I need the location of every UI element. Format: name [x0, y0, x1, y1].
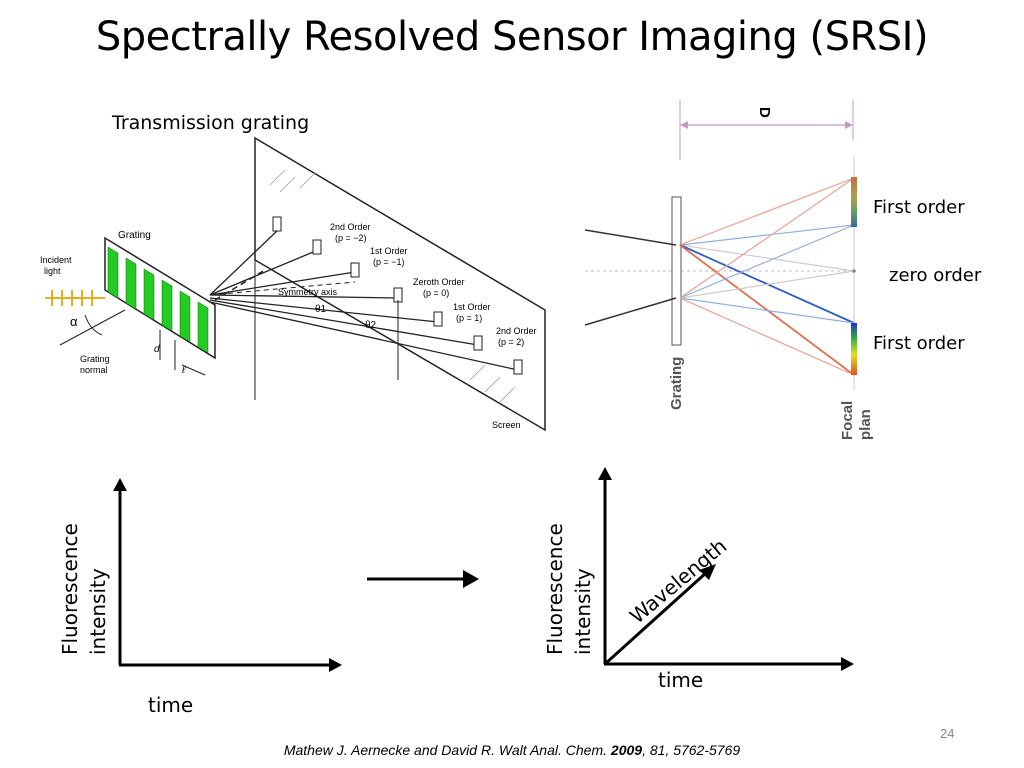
- order-1st-neg-p: (p = −1): [373, 257, 405, 267]
- incident-light-label-2: light: [44, 266, 61, 276]
- transmission-grating-heading: Transmission grating: [112, 112, 310, 134]
- screen-label: Screen: [492, 420, 521, 430]
- grating-bar: [671, 196, 682, 346]
- plan-vertical-label: plan: [857, 409, 874, 440]
- slide-number: 24: [940, 726, 955, 741]
- order-2nd-neg-p: (p = −2): [335, 233, 367, 243]
- grating-slits: [107, 246, 209, 354]
- transform-arrow: [367, 570, 479, 588]
- left-plot-axes: [113, 478, 342, 672]
- diffracted-rays: [679, 177, 855, 376]
- order-1st-neg-label: 1st Order: [370, 246, 408, 256]
- left-plot-ylabel-1: Fluorescence: [58, 523, 82, 655]
- grating-vertical-label: Grating: [668, 357, 685, 410]
- transmission-grating-diagram: Grating Incident light α Grating normal …: [40, 136, 546, 432]
- left-plot-ylabel-2: intensity: [86, 568, 110, 655]
- theta2-label: θ2: [365, 320, 377, 331]
- alpha-arc: [84, 314, 103, 336]
- spectrum-top: [851, 177, 857, 227]
- incoming-ray-top: [584, 229, 677, 246]
- zero-order-label: zero order: [889, 265, 982, 286]
- order-2nd-neg-label: 2nd Order: [330, 222, 371, 232]
- spectrum-bottom: [851, 323, 857, 375]
- left-plot-xlabel: time: [148, 693, 194, 717]
- citation: Mathew J. Aernecke and David R. Walt Ana…: [0, 742, 1024, 758]
- screen-hatching: [269, 169, 516, 403]
- slide-title: Spectrally Resolved Sensor Imaging (SRSI…: [95, 14, 929, 60]
- grating-normal-line: [59, 309, 126, 346]
- focal-vertical-label: Focal: [839, 401, 856, 440]
- right-plot-ylabel-1: Fluorescence: [543, 523, 567, 655]
- citation-authors: Mathew J. Aernecke and David R. Walt Ana…: [283, 742, 611, 758]
- order-1st-pos-p: (p = 1): [456, 313, 482, 323]
- dimension-marks: [159, 330, 206, 376]
- grating-normal-label-1: Grating: [80, 354, 110, 364]
- grating-label: Grating: [118, 230, 151, 241]
- order-zero-label: Zeroth Order: [413, 277, 465, 287]
- incoming-ray-bottom: [584, 297, 677, 326]
- right-plot-axes: [598, 467, 854, 671]
- d-label: D: [756, 107, 773, 118]
- incident-light-rays: [45, 290, 105, 306]
- symmetry-axis-line: [209, 281, 356, 296]
- order-zero-p: (p = 0): [423, 288, 449, 298]
- d-label: d: [154, 344, 160, 355]
- symmetry-axis-label: Symmetry axis: [278, 287, 338, 297]
- right-plot-xlabel: time: [658, 668, 704, 692]
- grating-normal-label-2: normal: [80, 365, 108, 375]
- l-label: ℓ: [181, 365, 186, 376]
- incident-light-label-1: Incident: [40, 255, 72, 265]
- screen-plane: [254, 136, 546, 432]
- order-2nd-pos-p: (p = 2): [498, 337, 524, 347]
- d-arrow-right: [845, 121, 853, 129]
- order-markers: [272, 216, 523, 375]
- zero-order-spot: [852, 269, 856, 273]
- citation-year: 2009: [610, 742, 643, 758]
- order-2nd-pos-label: 2nd Order: [496, 326, 537, 336]
- order-1st-pos-label: 1st Order: [453, 302, 491, 312]
- focal-plane-diagram: D Grating: [584, 100, 874, 440]
- first-order-bottom-label: First order: [873, 333, 965, 354]
- first-order-top-label: First order: [873, 197, 965, 218]
- theta1-label: θ1: [315, 304, 327, 315]
- right-plot-ylabel-2: intensity: [571, 568, 595, 655]
- diffraction-rays: [209, 229, 519, 371]
- alpha-label: α: [70, 314, 78, 329]
- citation-rest: , 81, 5762-5769: [642, 742, 741, 758]
- d-arrow-left: [680, 121, 688, 129]
